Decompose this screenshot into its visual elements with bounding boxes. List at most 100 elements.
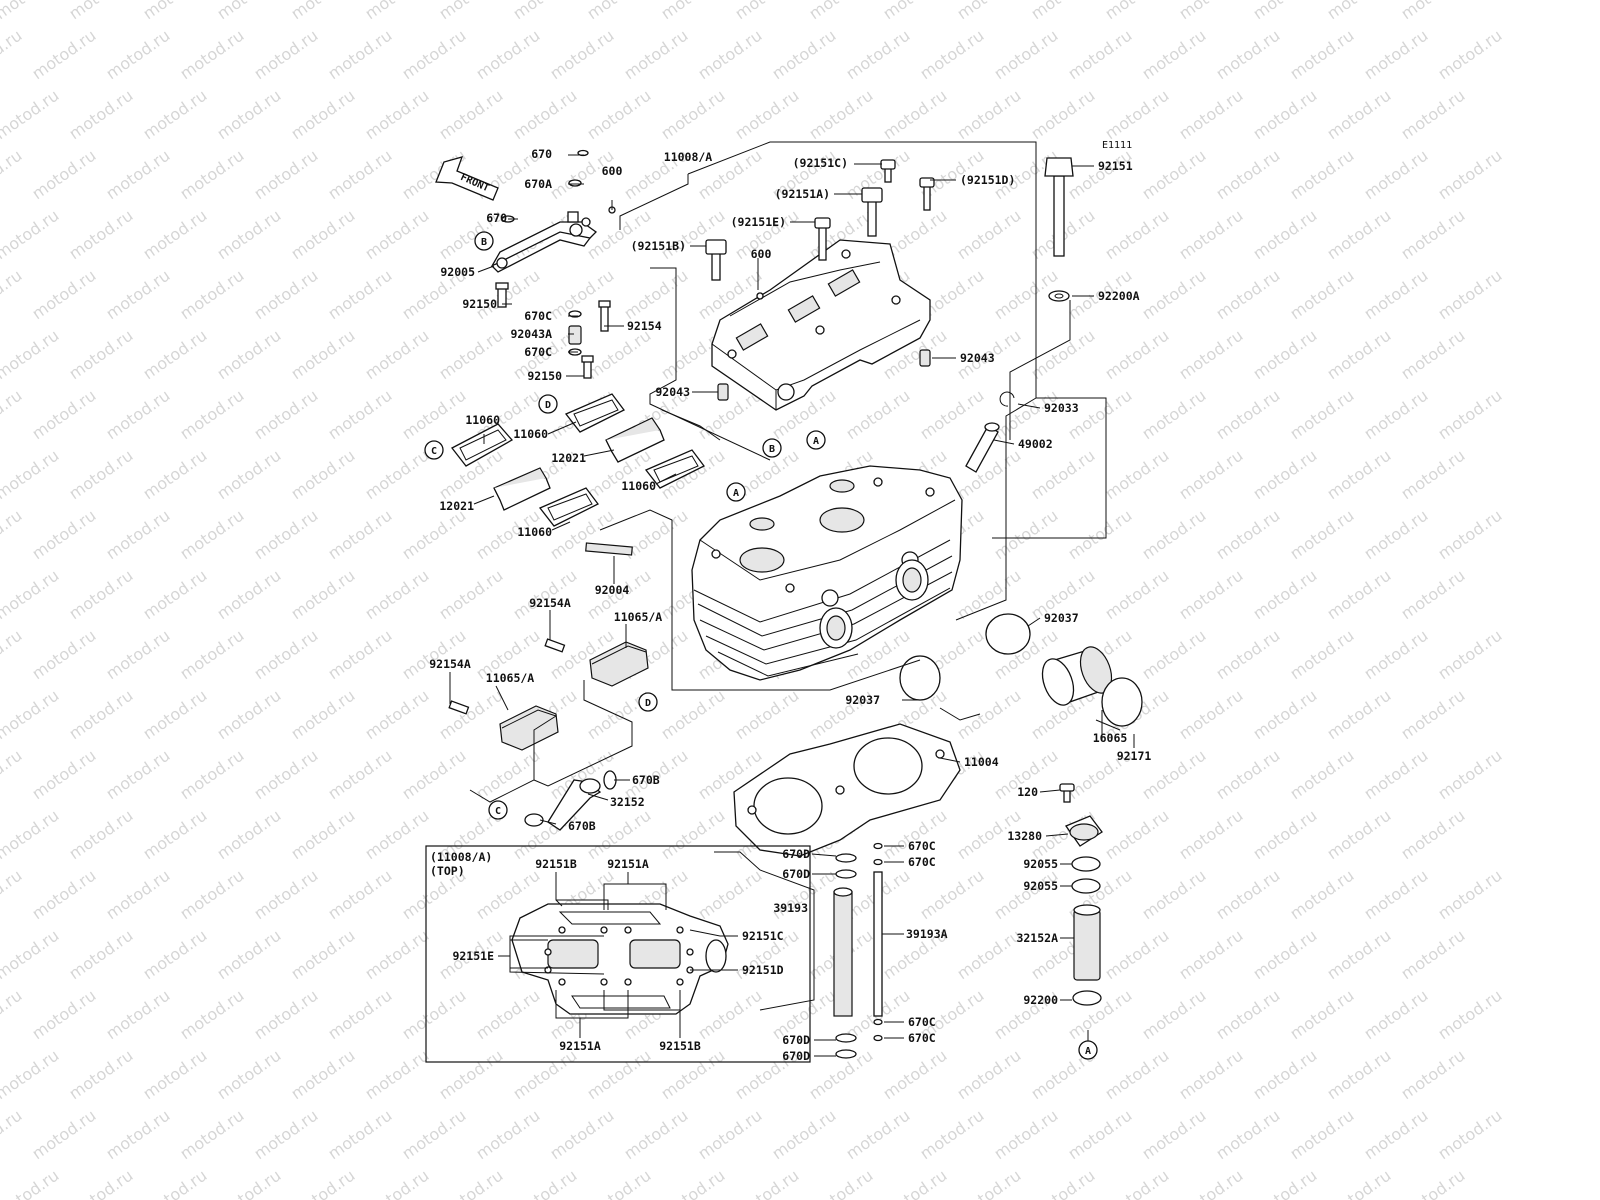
part-label[interactable]: 11060 bbox=[465, 413, 500, 427]
watermark: motod.ru bbox=[1249, 446, 1320, 504]
part-label[interactable]: 670B bbox=[632, 773, 660, 787]
part-label[interactable]: 600 bbox=[751, 247, 772, 261]
part-label[interactable]: 92200A bbox=[1098, 289, 1140, 303]
watermark: motod.ru bbox=[1323, 446, 1394, 504]
part-label[interactable]: 670C bbox=[908, 1015, 936, 1029]
part-label[interactable]: 92151 bbox=[1098, 159, 1133, 173]
part-label[interactable]: 39193A bbox=[906, 927, 948, 941]
part-label[interactable]: 11060 bbox=[517, 525, 552, 539]
watermark: motod.ru bbox=[0, 926, 62, 984]
part-label[interactable]: 11008/A bbox=[664, 150, 713, 164]
part-label[interactable]: 92043 bbox=[655, 385, 690, 399]
part-label[interactable]: 670D bbox=[782, 867, 810, 881]
part-label[interactable]: 12021 bbox=[551, 451, 586, 465]
part-label[interactable]: 120 bbox=[1017, 785, 1038, 799]
watermark: motod.ru bbox=[1101, 206, 1172, 264]
watermark: motod.ru bbox=[361, 206, 432, 264]
part-label[interactable]: 92150 bbox=[462, 297, 497, 311]
part-label[interactable]: 92200 bbox=[1023, 993, 1058, 1007]
watermark: motod.ru bbox=[1286, 506, 1357, 564]
part-label[interactable]: 92171 bbox=[1117, 749, 1152, 763]
part-label[interactable]: (92151C) bbox=[793, 156, 848, 170]
watermark: motod.ru bbox=[1249, 0, 1320, 23]
part-label[interactable]: 670A bbox=[524, 177, 552, 191]
part-label[interactable]: 49002 bbox=[1018, 437, 1053, 451]
inset-cylinder-head-top[interactable] bbox=[511, 903, 729, 1015]
watermark: motod.ru bbox=[1064, 1106, 1135, 1164]
part-label[interactable]: 92033 bbox=[1044, 401, 1079, 415]
part-label[interactable]: 11065/A bbox=[614, 610, 663, 624]
part-label[interactable]: 92151B bbox=[535, 857, 577, 871]
watermark: motod.ru bbox=[1175, 1046, 1246, 1104]
reed-valve-covers[interactable] bbox=[451, 393, 705, 527]
part-label[interactable]: (92151D) bbox=[960, 173, 1015, 187]
camshaft-holder-11008a[interactable] bbox=[711, 239, 931, 411]
part-label[interactable]: 16065 bbox=[1093, 731, 1128, 745]
watermark: motod.ru bbox=[1138, 506, 1209, 564]
oil-pipe-guide-49002[interactable] bbox=[965, 422, 1000, 473]
part-label[interactable]: 92151D bbox=[742, 963, 784, 977]
watermark: motod.ru bbox=[953, 0, 1024, 23]
watermark: motod.ru bbox=[1434, 626, 1505, 684]
part-label[interactable]: (92151E) bbox=[731, 215, 786, 229]
watermark: motod.ru bbox=[361, 0, 432, 23]
part-label[interactable]: 92150 bbox=[527, 369, 562, 383]
reed-valve-assemblies[interactable] bbox=[448, 638, 649, 751]
water-outlet-assembly[interactable] bbox=[1059, 783, 1103, 1006]
part-label[interactable]: 92151B bbox=[659, 1039, 701, 1053]
part-label[interactable]: 92037 bbox=[1044, 611, 1079, 625]
part-label[interactable]: 92154A bbox=[529, 596, 571, 610]
part-label[interactable]: 670D bbox=[782, 1033, 810, 1047]
oil-pipe-holder[interactable] bbox=[490, 149, 616, 273]
watermark: motod.ru bbox=[953, 206, 1024, 264]
part-label[interactable]: 92151A bbox=[559, 1039, 601, 1053]
oil-pipes[interactable] bbox=[833, 842, 883, 1059]
watermark: motod.ru bbox=[990, 1106, 1061, 1164]
part-label[interactable]: 92151C bbox=[742, 929, 784, 943]
camshaft-holder-bolts[interactable] bbox=[705, 159, 935, 401]
part-label[interactable]: 92055 bbox=[1023, 879, 1058, 893]
part-label[interactable]: 92037 bbox=[845, 693, 880, 707]
part-label[interactable]: 32152A bbox=[1016, 931, 1058, 945]
part-label[interactable]: 92043A bbox=[510, 327, 552, 341]
stud-92004[interactable] bbox=[585, 542, 633, 556]
part-label[interactable]: 92154 bbox=[627, 319, 662, 333]
part-label[interactable]: 11060 bbox=[513, 427, 548, 441]
part-label[interactable]: (92151B) bbox=[631, 239, 686, 253]
intake-clamps-and-holder[interactable] bbox=[899, 613, 1143, 727]
part-label[interactable]: 670C bbox=[524, 345, 552, 359]
part-label[interactable]: 92055 bbox=[1023, 857, 1058, 871]
part-label[interactable]: 600 bbox=[602, 164, 623, 178]
part-label[interactable]: 11065/A bbox=[486, 671, 535, 685]
part-label[interactable]: 92043 bbox=[960, 351, 995, 365]
part-label[interactable]: 11004 bbox=[964, 755, 999, 769]
circlip-92033[interactable] bbox=[999, 391, 1015, 407]
part-label[interactable]: 92005 bbox=[440, 265, 475, 279]
part-label[interactable]: 670 bbox=[531, 147, 552, 161]
part-label[interactable]: 32152 bbox=[610, 795, 645, 809]
part-label[interactable]: 670D bbox=[782, 1049, 810, 1063]
part-label[interactable]: 92154A bbox=[429, 657, 471, 671]
part-label[interactable]: 11060 bbox=[621, 479, 656, 493]
head-gasket-11004[interactable] bbox=[733, 723, 961, 857]
part-label[interactable]: (92151A) bbox=[775, 187, 830, 201]
watermark: motod.ru bbox=[0, 686, 62, 744]
part-label[interactable]: 670B bbox=[568, 819, 596, 833]
part-label[interactable]: 92151E bbox=[452, 949, 494, 963]
part-label[interactable]: 92004 bbox=[595, 583, 630, 597]
part-label[interactable]: 92151A bbox=[607, 857, 649, 871]
part-label[interactable]: 670D bbox=[782, 847, 810, 861]
pipe-joint-32152[interactable] bbox=[524, 770, 617, 831]
part-label[interactable]: 670C bbox=[908, 855, 936, 869]
part-label[interactable]: 12021 bbox=[439, 499, 474, 513]
part-label[interactable]: 670C bbox=[908, 839, 936, 853]
part-label[interactable]: 670C bbox=[524, 309, 552, 323]
watermark: motod.ru bbox=[1323, 806, 1394, 864]
top-view-inset bbox=[425, 845, 811, 1063]
part-label[interactable]: 39193 bbox=[773, 901, 808, 915]
part-label[interactable]: 13280 bbox=[1007, 829, 1042, 843]
watermark: motod.ru bbox=[398, 1106, 469, 1164]
cylinder-head-bolt-92151[interactable] bbox=[1044, 157, 1074, 302]
part-label[interactable]: 670 bbox=[486, 211, 507, 225]
part-label[interactable]: 670C bbox=[908, 1031, 936, 1045]
